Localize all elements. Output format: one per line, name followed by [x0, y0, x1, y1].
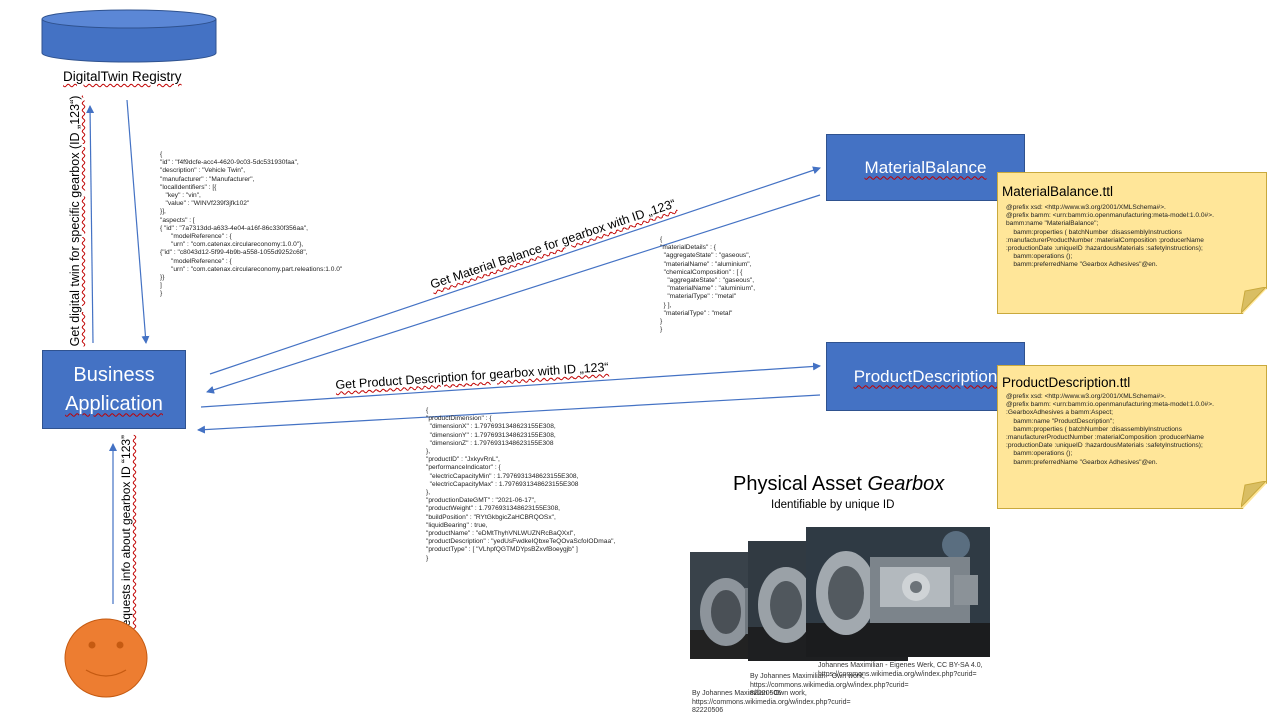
- arrow-product-to-app: [197, 394, 821, 434]
- material-balance-ttl-body: @prefix xsd: <http://www.w3.org/2001/XML…: [1006, 204, 1214, 269]
- product-description-box[interactable]: ProductDescription: [826, 342, 1025, 411]
- user-smiley-icon: [64, 618, 148, 698]
- material-balance-json: { "materialDetails" : { "aggregateState"…: [660, 236, 756, 334]
- arrow-registry-to-app: [126, 99, 150, 344]
- product-description-json: { "productDimension" : { "dimensionX" : …: [426, 407, 616, 562]
- business-application-line2: Application: [65, 392, 163, 415]
- product-description-ttl-title: ProductDescription.ttl: [1002, 375, 1131, 390]
- material-balance-ttl-title: MaterialBalance.ttl: [1002, 184, 1114, 199]
- note-fold-icon: [1241, 481, 1267, 508]
- note-fold-icon: [1241, 287, 1267, 314]
- material-balance-label: MaterialBalance: [864, 157, 987, 177]
- product-description-label: ProductDescription: [853, 366, 998, 386]
- arrow-app-to-registry: [86, 105, 95, 344]
- digital-twin-json: { "id" : "f4f9dcfe-acc4-4620-9c03-5dc531…: [160, 151, 343, 298]
- arrow-material-to-app: [206, 194, 821, 394]
- arrow-app-to-material: [209, 166, 821, 375]
- product-description-ttl-body: @prefix xsd: <http://www.w3.org/2001/XML…: [1006, 393, 1214, 466]
- photo-credit-middle: By Johannes Maximilian - Own work, https…: [750, 673, 909, 697]
- arrow-app-to-product: [200, 362, 821, 408]
- material-balance-ttl-note: MaterialBalance.ttl @prefix xsd: <http:/…: [997, 172, 1267, 314]
- physical-asset-subtitle: Identifiable by unique ID: [771, 499, 895, 511]
- label-get-digital-twin: Get digital twin for specific gearbox (I…: [68, 95, 82, 347]
- label-requests-info: Requests info about gearbox ID “123”: [119, 434, 133, 636]
- physical-asset-title: Physical Asset Gearbox: [733, 473, 944, 496]
- photo-credit-bottom: By Johannes Maximilian - Own work, https…: [692, 690, 851, 714]
- business-application-line1: Business: [73, 363, 155, 386]
- photo-credit-top: Johannes Maximilian - Eigenes Werk, CC B…: [818, 662, 983, 678]
- gearbox-photo-image: [806, 527, 990, 657]
- registry-database-icon: [41, 9, 217, 63]
- gearbox-photo-front: [806, 527, 990, 657]
- registry-label: DigitalTwin Registry: [63, 69, 182, 84]
- material-balance-box[interactable]: MaterialBalance: [826, 134, 1025, 201]
- physical-asset-title-plain: Physical Asset: [733, 473, 868, 495]
- physical-asset-title-italic: Gearbox: [867, 473, 945, 495]
- product-description-ttl-note: ProductDescription.ttl @prefix xsd: <htt…: [997, 365, 1267, 509]
- business-application-box[interactable]: Business Application: [42, 350, 186, 429]
